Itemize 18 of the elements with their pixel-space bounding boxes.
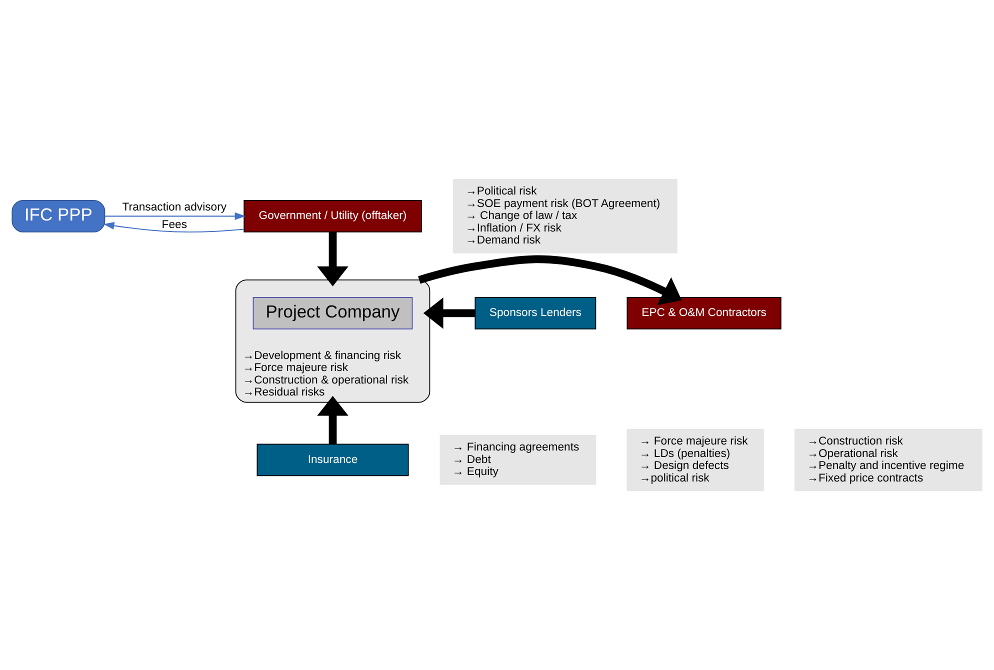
node-box: → Financing agreements → Debt → Equity bbox=[440, 435, 596, 485]
node-box: Insurance bbox=[256, 444, 409, 476]
node-box: EPC & O&M Contractors bbox=[626, 297, 782, 330]
node-box: Government / Utility (offtaker) bbox=[244, 200, 422, 232]
arrow bbox=[317, 396, 348, 444]
arrow bbox=[103, 222, 244, 232]
edge-label: Transaction advisory bbox=[122, 201, 227, 214]
arrow bbox=[104, 212, 246, 220]
node-box: Sponsors Lenders bbox=[474, 297, 596, 330]
arrow bbox=[423, 298, 476, 329]
node-box: Project Company bbox=[252, 297, 413, 330]
arrow bbox=[418, 255, 682, 306]
node-box: → Force majeure risk → LDs (penalties) → Design defects →political risk bbox=[626, 428, 764, 491]
node-box: →Political risk →SOE payment risk (BOT Agreement) → Change of law / tax →Inflation / FX risk →Demand risk bbox=[452, 179, 678, 254]
edge-label: Fees bbox=[162, 218, 188, 231]
node-box: IFC PPP bbox=[12, 200, 106, 232]
arrow bbox=[317, 232, 348, 286]
node-box: →Construction risk →Operational risk →Penalty and incentive regime →Fixed price contracts bbox=[794, 428, 982, 491]
